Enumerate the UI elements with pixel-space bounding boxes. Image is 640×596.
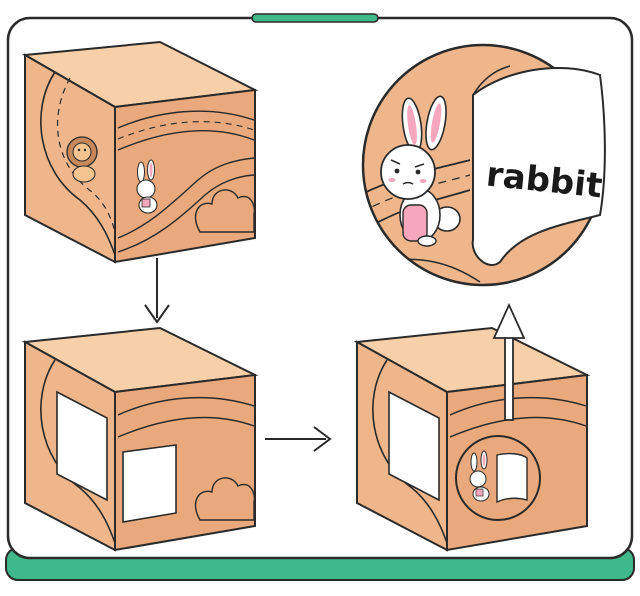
road-line bbox=[449, 416, 587, 438]
lion-sticker-icon bbox=[66, 136, 98, 183]
road-line bbox=[117, 157, 255, 239]
arrow-up-icon bbox=[492, 302, 526, 421]
rabbit-sticker-icon bbox=[136, 159, 158, 214]
arrow-down-icon bbox=[144, 258, 170, 324]
road-dash bbox=[57, 77, 116, 233]
blank-paper-left bbox=[56, 390, 108, 502]
rabbit-sticker-icon bbox=[469, 450, 490, 502]
lifted-paper bbox=[496, 452, 528, 504]
box-with-blank-papers bbox=[21, 326, 259, 552]
road-line bbox=[449, 396, 587, 416]
rabbit-sticker-icon bbox=[380, 95, 461, 247]
frame-top-tab bbox=[251, 13, 379, 23]
road-line bbox=[117, 110, 255, 129]
road-line bbox=[117, 416, 255, 438]
road-dash bbox=[117, 121, 255, 140]
road-line bbox=[117, 129, 255, 151]
box-with-stickers bbox=[21, 40, 259, 264]
blank-paper-left bbox=[388, 390, 440, 502]
road-line bbox=[117, 174, 255, 253]
road-line bbox=[40, 71, 116, 256]
card-curl bbox=[472, 65, 511, 96]
box-paper-lifted bbox=[353, 326, 591, 552]
blank-paper-right bbox=[122, 444, 177, 523]
rabbit-card bbox=[471, 66, 606, 266]
road-line bbox=[117, 396, 255, 416]
zoom-view: rabbit bbox=[361, 43, 606, 287]
bush bbox=[194, 477, 256, 521]
box-right-face bbox=[114, 88, 256, 264]
arrow-right-icon bbox=[265, 426, 332, 452]
bush bbox=[194, 189, 256, 233]
